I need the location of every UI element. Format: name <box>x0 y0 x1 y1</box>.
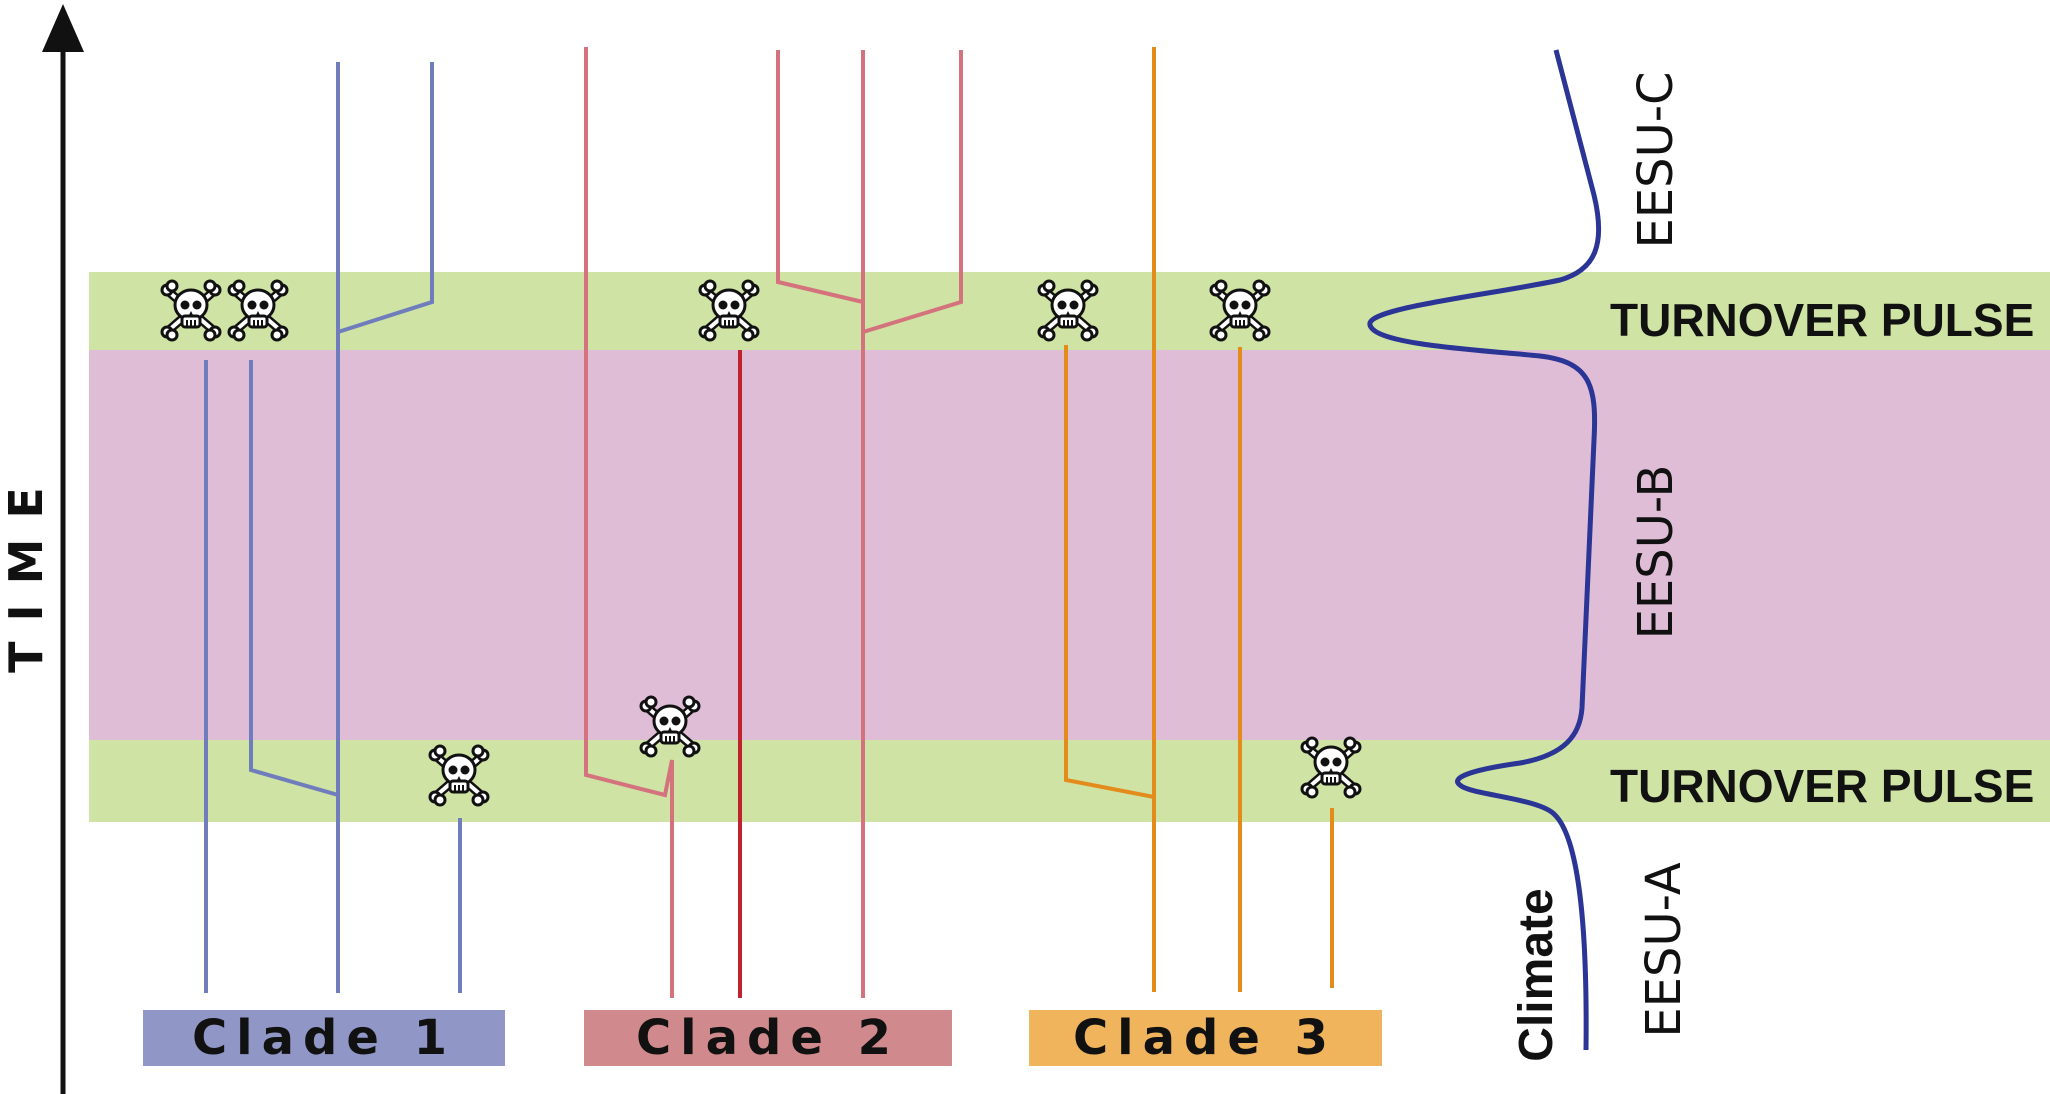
climate-curve <box>1367 49 1602 1051</box>
skull-and-crossbones-icon <box>1037 279 1099 342</box>
skull-and-crossbones-icon <box>639 695 701 758</box>
clade-2-lineages <box>584 47 963 998</box>
lineage-line <box>862 50 963 334</box>
skull-and-crossbones-icon <box>1209 279 1271 342</box>
skull-and-crossbones-icon <box>1300 736 1362 799</box>
eesu-a-label: EESU-A <box>1636 862 1692 1038</box>
eesu-b-label: EESU-B <box>1628 465 1684 640</box>
clade-1-label: Clade 1 <box>192 1010 456 1066</box>
clade-3-box <box>1029 1010 1382 1066</box>
lineage-line <box>776 50 864 304</box>
time-axis: TIME <box>0 4 84 1094</box>
skull-and-crossbones-icon <box>698 279 760 342</box>
clade-legend: Clade 1 Clade 2 Clade 3 <box>143 1010 1382 1066</box>
clade-2-label: Clade 2 <box>636 1010 900 1066</box>
climate-label: Climate <box>1510 888 1563 1061</box>
arrowhead-icon <box>42 4 84 52</box>
skull-and-crossbones-icon <box>428 744 490 807</box>
clade-1-box <box>143 1010 505 1066</box>
time-axis-label: TIME <box>0 467 53 673</box>
lineage-line <box>584 47 674 998</box>
clade-3-lineages <box>1064 47 1334 992</box>
lineage-line <box>1064 345 1155 799</box>
clade-2-box <box>584 1010 952 1066</box>
eesu-c-label: EESU-C <box>1628 71 1684 248</box>
skull-and-crossbones-icon <box>160 279 222 342</box>
extinction-markers <box>160 279 1362 807</box>
lineage-line <box>337 62 434 334</box>
skull-and-crossbones-icon <box>227 279 289 342</box>
turnover-pulse-lower-label: TURNOVER PULSE <box>1610 760 2034 812</box>
clade-3-label: Clade 3 <box>1073 1010 1337 1066</box>
clade-1-lineages <box>204 62 462 993</box>
turnover-pulse-upper-label: TURNOVER PULSE <box>1610 294 2034 346</box>
eesu-b-band <box>89 350 2050 740</box>
